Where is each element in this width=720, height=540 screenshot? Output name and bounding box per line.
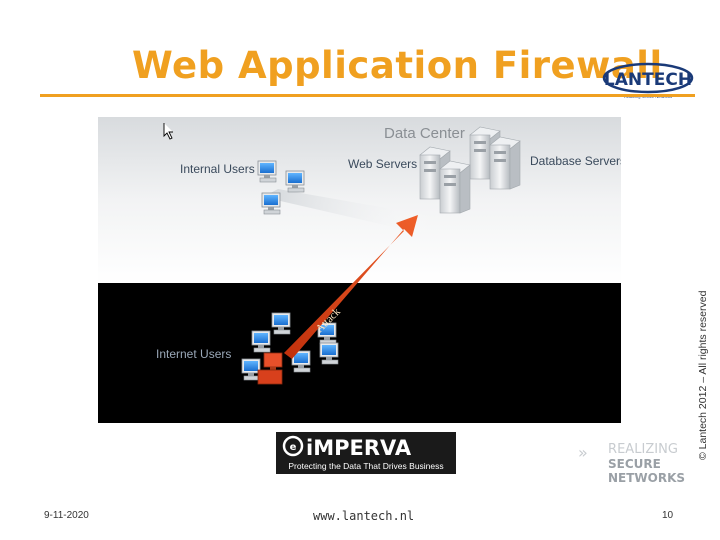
lantech-logo-text: LANTECH bbox=[604, 70, 692, 90]
svg-text:e: e bbox=[290, 442, 297, 453]
realizing-secure-networks-logo: » REALIZING SECURE NETWORKS bbox=[578, 442, 685, 484]
imperva-brand: iMPERVA bbox=[306, 436, 412, 460]
title-rule bbox=[40, 94, 695, 97]
database-servers-label: Database Servers bbox=[530, 154, 621, 168]
database-server-icon bbox=[489, 136, 521, 190]
internal-user-computer-icon bbox=[261, 192, 281, 215]
data-center-label: Data Center bbox=[384, 125, 465, 142]
internet-user-computer-icon bbox=[319, 342, 339, 365]
slide-title: Web Application Firewall bbox=[132, 44, 663, 87]
internal-users-label: Internal Users bbox=[180, 162, 255, 176]
internet-users-label: Internet Users bbox=[156, 347, 231, 361]
internal-user-computer-icon bbox=[285, 170, 305, 193]
footer-date: 9-11-2020 bbox=[44, 510, 89, 521]
page-number: 10 bbox=[662, 510, 674, 521]
imperva-logo: e iMPERVA Protecting the Data That Drive… bbox=[276, 432, 456, 474]
cursor-icon bbox=[163, 123, 173, 140]
imperva-slogan: Protecting the Data That Drives Business bbox=[288, 461, 443, 471]
copyright-text: © Lantech 2012 – All rights reserved bbox=[697, 290, 709, 460]
realizing-line3: NETWORKS bbox=[608, 471, 685, 484]
internet-user-computer-icon bbox=[241, 358, 261, 381]
internal-user-computer-icon bbox=[257, 160, 277, 183]
attacker-computer-icon bbox=[257, 352, 283, 385]
web-server-icon bbox=[439, 160, 471, 214]
web-servers-label: Web Servers bbox=[348, 157, 417, 171]
realizing-line1: REALIZING bbox=[608, 442, 678, 457]
internet-user-computer-icon bbox=[251, 330, 271, 353]
footer-url[interactable]: www.lantech.nl bbox=[313, 509, 415, 523]
internet-user-computer-icon bbox=[271, 312, 291, 335]
realizing-line2: SECURE bbox=[608, 457, 661, 471]
waf-diagram: Data Center Web Servers Database Servers… bbox=[98, 117, 621, 423]
realizing-arrows: » bbox=[578, 443, 588, 462]
